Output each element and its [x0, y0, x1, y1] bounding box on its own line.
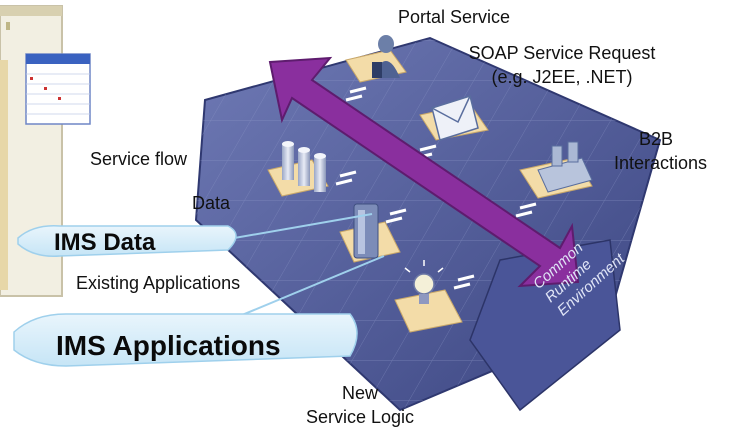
portal-service-label: Portal Service — [398, 7, 511, 27]
soap-request-label: SOAP Service Request — [468, 43, 656, 63]
new-label: New — [341, 383, 378, 403]
ims-data-text: IMS Data — [54, 229, 156, 256]
service-flow-arrow — [268, 56, 580, 288]
database-icon — [282, 141, 326, 192]
lightbulb-icon — [404, 260, 444, 304]
b2b-interactions-label: Interactions — [614, 153, 708, 173]
ims-applications-text: IMS Applications — [56, 330, 281, 361]
data-label: Data — [192, 193, 231, 213]
ims-applications-callout — [13, 313, 358, 367]
flow-arrows — [335, 86, 537, 290]
envelope-icon — [431, 95, 479, 141]
server-icon — [353, 203, 379, 259]
existing-applications-label: Existing Applications — [76, 273, 241, 293]
ims-data-callout — [17, 225, 237, 257]
service-flow-label: Service flow — [90, 149, 188, 169]
factory-icon — [537, 141, 593, 193]
service-logic-label: Service Logic — [305, 407, 415, 427]
soap-request-example-label: (e.g. J2EE, .NET) — [491, 67, 633, 87]
b2b-label: B2B — [638, 129, 674, 149]
user-icon — [372, 35, 400, 78]
